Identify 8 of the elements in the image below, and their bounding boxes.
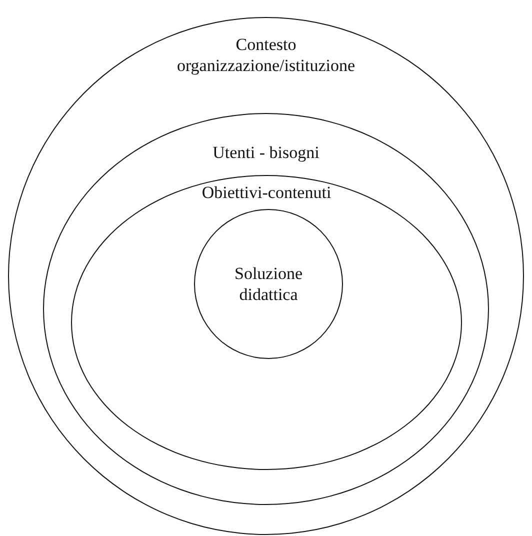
circle-node xyxy=(71,175,462,470)
circle-node xyxy=(43,113,489,505)
circle-label: Utenti - bisogni xyxy=(212,142,320,163)
circle-label: Contesto organizzazione/istituzione xyxy=(176,34,356,76)
circle-label: Obiettivi-contenuti xyxy=(200,182,332,203)
circle-node xyxy=(194,209,343,359)
circle-node xyxy=(8,17,524,535)
circle-label: Soluzione didattica xyxy=(234,263,304,305)
